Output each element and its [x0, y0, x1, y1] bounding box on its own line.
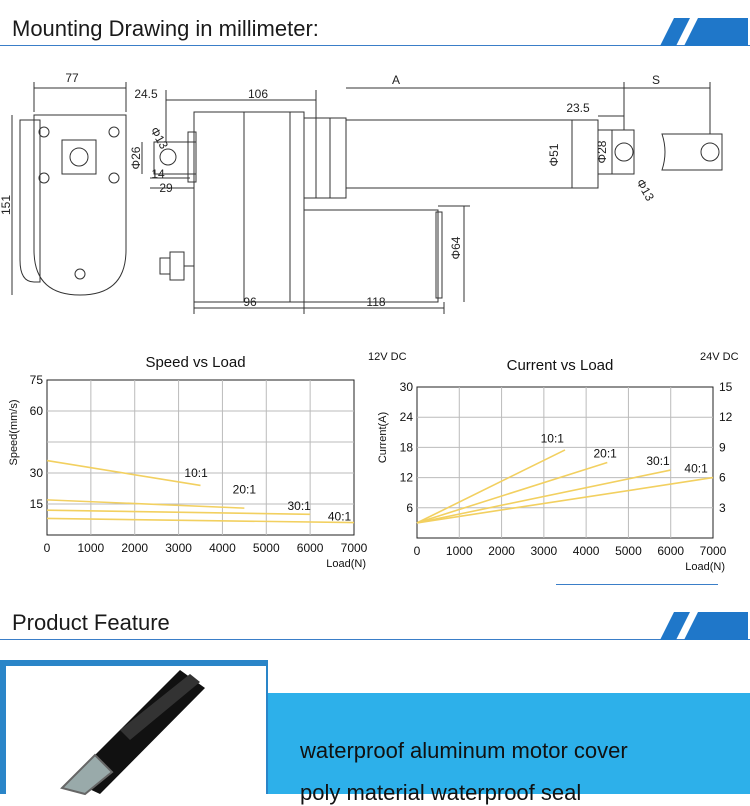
y-axis-label: Speed(mm/s) — [8, 399, 20, 465]
cable-gland — [169, 251, 185, 281]
series-label: 30:1 — [287, 499, 311, 513]
y-tick-label: 30 — [30, 466, 44, 480]
x-tick-label: 2000 — [488, 544, 515, 558]
front-rod-end — [597, 129, 635, 175]
dim-14: 14 — [151, 167, 165, 181]
x-tick-label: 3000 — [165, 541, 192, 555]
series-label: 20:1 — [233, 483, 257, 497]
x-tick-label: 6000 — [657, 544, 684, 558]
dim-s: S — [652, 73, 660, 87]
coupler-block — [303, 117, 347, 199]
header-stripe-icon — [660, 612, 748, 640]
x-axis-label: Load(N) — [685, 561, 725, 573]
y-tick-label: 60 — [30, 404, 44, 418]
dim-phi26: Φ26 — [129, 146, 143, 169]
y-tick-label: 12 — [400, 471, 414, 485]
product-photo — [0, 660, 268, 796]
dim-24-5: 24.5 — [134, 87, 158, 101]
feature-panel — [268, 693, 750, 794]
gearbox-side-view — [19, 119, 41, 283]
plot-frame — [416, 386, 714, 539]
dim-23-5: 23.5 — [566, 101, 590, 115]
series-line — [416, 461, 608, 524]
series-line — [46, 499, 245, 509]
x-tick-label: 5000 — [615, 544, 642, 558]
series-label: 40:1 — [684, 462, 708, 476]
dim-phi28: Φ28 — [595, 140, 609, 163]
x-tick-label: 0 — [414, 544, 421, 558]
y2-tick-label: 6 — [719, 471, 726, 485]
y-tick-label: 24 — [400, 410, 414, 424]
gearbox-front-view — [33, 114, 127, 296]
series-line — [416, 476, 714, 524]
dim-118: 118 — [366, 295, 385, 309]
dim-phi13-left: Φ13 — [147, 125, 171, 152]
y-axis-label: Current(A) — [377, 412, 389, 463]
feature-section-header: Product Feature — [0, 584, 750, 640]
x-tick-label: 5000 — [253, 541, 280, 555]
dim-106: 106 — [248, 87, 268, 101]
mounting-section-title: Mounting Drawing in millimeter: — [12, 16, 319, 41]
motor-body — [303, 209, 439, 303]
x-tick-label: 0 — [44, 541, 51, 555]
chart-title: Current vs Load — [507, 357, 614, 374]
mounting-section-header: Mounting Drawing in millimeter: — [0, 12, 750, 46]
header-stripe-icon — [660, 18, 748, 46]
x-axis-label: Load(N) — [326, 558, 366, 570]
x-tick-label: 2000 — [121, 541, 148, 555]
x-tick-label: 7000 — [700, 544, 727, 558]
dim-96: 96 — [243, 295, 257, 309]
dim-a: A — [392, 73, 400, 87]
dim-29: 29 — [159, 181, 173, 195]
dim-77: 77 — [65, 71, 79, 85]
y-tick-label: 75 — [30, 373, 44, 387]
feature-item: waterproof aluminum motor cover — [300, 738, 628, 763]
x-tick-label: 1000 — [446, 544, 473, 558]
header-underline — [0, 45, 750, 46]
x-tick-label: 4000 — [573, 544, 600, 558]
voltage-label: 12V DC — [368, 351, 407, 363]
series-line — [46, 459, 201, 487]
chart-title: Speed vs Load — [145, 354, 245, 371]
series-line — [416, 449, 566, 524]
header-underline — [0, 639, 750, 640]
feature-section-title: Product Feature — [12, 610, 170, 635]
series-label: 20:1 — [593, 446, 617, 460]
feature-item: poly material waterproof seal — [300, 780, 582, 805]
dim-151: 151 — [0, 195, 13, 215]
x-tick-label: 4000 — [209, 541, 236, 555]
dim-phi51: Φ51 — [547, 143, 561, 166]
dim-phi13-right: Φ13 — [633, 177, 657, 204]
header-top-rule — [556, 584, 718, 585]
series-line — [416, 469, 671, 524]
series-line — [46, 509, 311, 516]
y2-tick-label: 9 — [719, 440, 726, 454]
extended-rod — [661, 133, 723, 171]
dim-phi64: Φ64 — [449, 236, 463, 259]
x-tick-label: 7000 — [341, 541, 368, 555]
series-label: 30:1 — [646, 454, 670, 468]
y-tick-label: 15 — [30, 497, 44, 511]
mounting-drawing: 77 24.5 106 A S 23.5 151 Φ13 Φ26 14 29 Φ… — [0, 71, 723, 314]
y2-tick-label: 3 — [719, 501, 726, 515]
gear-square — [61, 139, 97, 175]
x-tick-label: 6000 — [297, 541, 324, 555]
voltage-label: 24V DC — [700, 351, 739, 363]
y-tick-label: 6 — [406, 501, 413, 515]
y-tick-label: 30 — [400, 380, 414, 394]
series-label: 40:1 — [328, 510, 352, 524]
x-tick-label: 1000 — [78, 541, 105, 555]
plot-frame — [46, 379, 355, 536]
series-label: 10:1 — [541, 431, 565, 445]
series-label: 10:1 — [184, 466, 208, 480]
y2-tick-label: 15 — [719, 380, 733, 394]
y2-tick-label: 12 — [719, 410, 733, 424]
series-line — [46, 517, 355, 524]
main-housing — [193, 111, 305, 303]
y-tick-label: 18 — [400, 440, 414, 454]
x-tick-label: 3000 — [531, 544, 558, 558]
